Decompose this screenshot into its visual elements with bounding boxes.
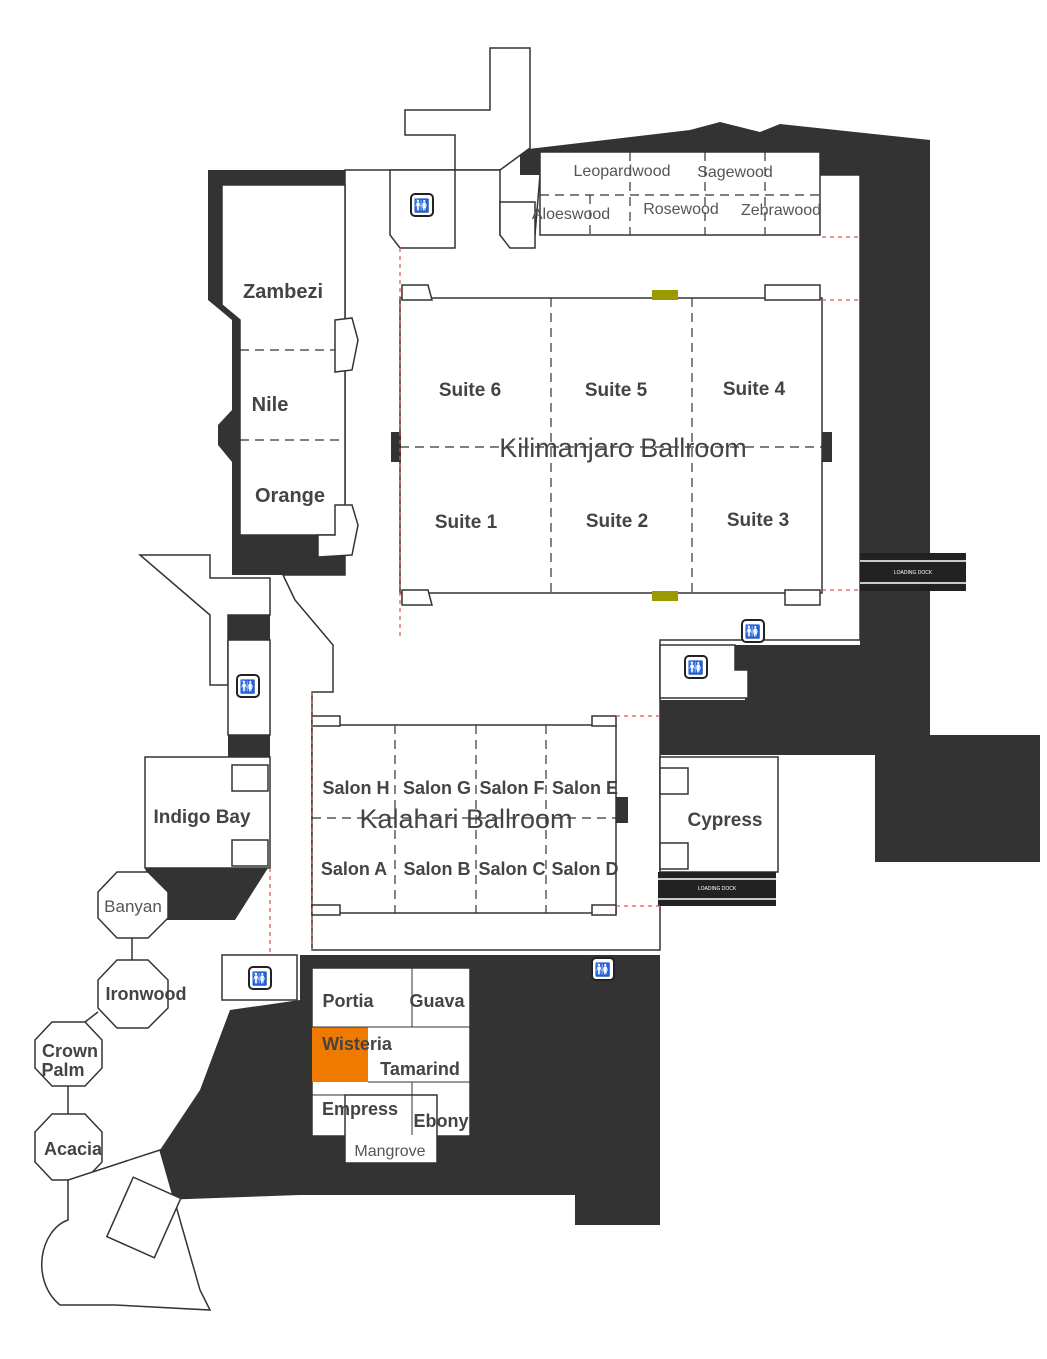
svg-text:🚻: 🚻 <box>252 971 268 987</box>
room-label-salon-g[interactable]: Salon G <box>403 778 471 798</box>
room-label-suite-2[interactable]: Suite 2 <box>586 511 648 532</box>
room-label-salon-c[interactable]: Salon C <box>478 859 545 879</box>
room-label-guava[interactable]: Guava <box>409 991 465 1011</box>
room-label-salon-h[interactable]: Salon H <box>322 778 389 798</box>
room-label-ironwood[interactable]: Ironwood <box>106 984 187 1004</box>
restroom-icon: 🚻 <box>410 193 434 217</box>
south-rooms <box>311 967 471 1164</box>
room-label-suite-5[interactable]: Suite 5 <box>585 380 648 401</box>
room-label-nile[interactable]: Nile <box>252 394 289 416</box>
wood-rooms <box>539 151 821 236</box>
room-label-indigo-bay[interactable]: Indigo Bay <box>153 807 251 828</box>
room-label-salon-e[interactable]: Salon E <box>552 778 618 798</box>
restroom-icon: 🚻 <box>236 674 260 698</box>
room-label-rosewood[interactable]: Rosewood <box>643 201 719 218</box>
labels: Leopardwood Sagewood Aloeswood Rosewood … <box>41 163 821 1160</box>
room-label-sagewood[interactable]: Sagewood <box>697 164 773 181</box>
restroom-icon: 🚻 <box>684 655 708 679</box>
svg-text:🚻: 🚻 <box>745 624 761 640</box>
restroom-icon: 🚻 <box>591 957 615 981</box>
room-label-crown-palm[interactable]: Palm <box>41 1060 84 1080</box>
ballroom-title-kilimanjaro[interactable]: Kilimanjaro Ballroom <box>499 433 747 463</box>
room-label-tamarind[interactable]: Tamarind <box>380 1059 460 1079</box>
octagon-rooms <box>34 871 212 1311</box>
room-label-portia[interactable]: Portia <box>322 991 374 1011</box>
ballroom-title-kalahari[interactable]: Kalahari Ballroom <box>359 804 572 834</box>
loading-dock-label: LOADING DOCK <box>698 886 737 892</box>
room-label-wisteria[interactable]: Wisteria <box>322 1034 393 1054</box>
room-label-salon-d[interactable]: Salon D <box>551 859 618 879</box>
room-label-zambezi[interactable]: Zambezi <box>243 281 323 303</box>
restroom-icon: 🚻 <box>248 966 272 990</box>
boundary-lines <box>269 236 860 955</box>
room-label-cypress[interactable]: Cypress <box>688 810 763 831</box>
svg-text:🚻: 🚻 <box>240 679 256 695</box>
room-label-salon-a[interactable]: Salon A <box>321 859 387 879</box>
room-label-suite-1[interactable]: Suite 1 <box>435 512 498 533</box>
room-label-banyan[interactable]: Banyan <box>104 897 162 916</box>
room-label-ebony[interactable]: Ebony <box>413 1111 468 1131</box>
wisteria-highlight[interactable] <box>312 1027 368 1082</box>
room-label-suite-3[interactable]: Suite 3 <box>727 510 789 531</box>
room-label-empress[interactable]: Empress <box>322 1099 398 1119</box>
room-label-suite-6[interactable]: Suite 6 <box>439 380 501 401</box>
loading-dock-east: LOADING DOCK <box>860 553 966 591</box>
room-label-suite-4[interactable]: Suite 4 <box>723 379 786 400</box>
svg-text:🚻: 🚻 <box>595 962 611 978</box>
room-label-crown-palm[interactable]: Crown <box>42 1041 98 1061</box>
svg-text:🚻: 🚻 <box>414 198 430 214</box>
west-rooms <box>221 184 359 558</box>
room-label-salon-f[interactable]: Salon F <box>479 778 544 798</box>
room-label-mangrove[interactable]: Mangrove <box>354 1143 425 1160</box>
kilimanjaro-ballroom <box>391 284 832 606</box>
room-label-leopardwood[interactable]: Leopardwood <box>574 163 671 180</box>
loading-dock-south: LOADING DOCK <box>658 872 776 906</box>
restroom-icon: 🚻 <box>741 619 765 643</box>
room-label-acacia[interactable]: Acacia <box>44 1139 103 1159</box>
room-label-zebrawood[interactable]: Zebrawood <box>741 202 821 219</box>
kalahari-ballroom <box>311 715 628 916</box>
room-label-orange[interactable]: Orange <box>255 485 325 507</box>
svg-text:🚻: 🚻 <box>688 660 704 676</box>
room-label-aloeswood[interactable]: Aloeswood <box>532 206 610 223</box>
room-label-salon-b[interactable]: Salon B <box>403 859 470 879</box>
loading-dock-label: LOADING DOCK <box>894 570 933 576</box>
service-rooms <box>221 169 749 1001</box>
